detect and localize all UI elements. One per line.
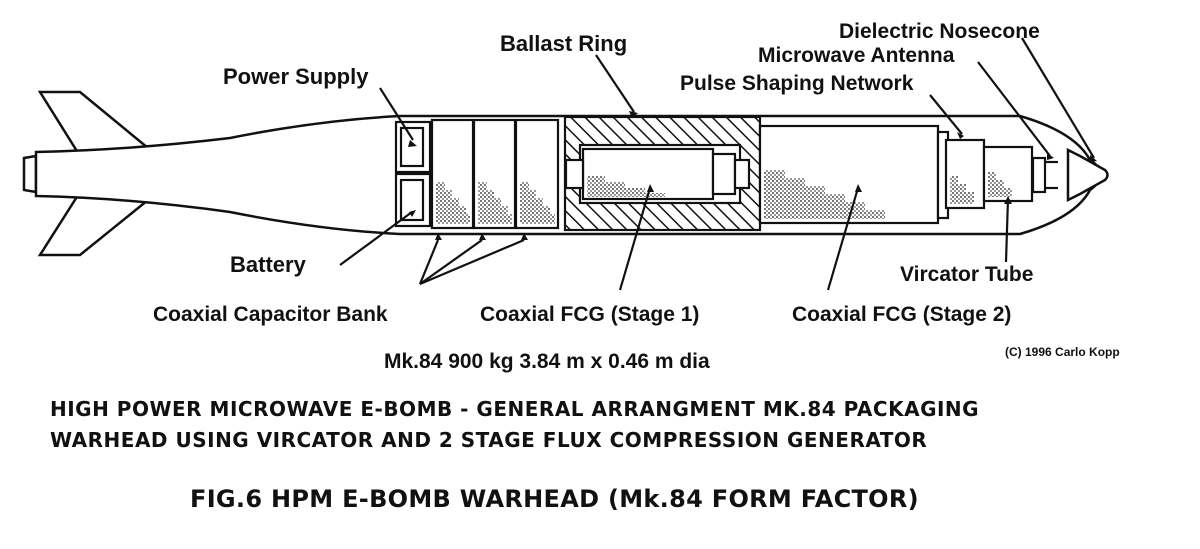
capacitor-bank xyxy=(430,118,560,230)
label-coaxial-fcg-stage2: Coaxial FCG (Stage 2) xyxy=(792,303,1011,326)
label-vircator-tube: Vircator Tube xyxy=(900,263,1033,286)
figure-title: FIG.6 HPM E-BOMB WARHEAD (Mk.84 FORM FAC… xyxy=(190,485,919,513)
leader-lines xyxy=(339,37,1097,291)
battery-block xyxy=(394,172,432,228)
label-coaxial-fcg-stage1: Coaxial FCG (Stage 1) xyxy=(480,303,699,326)
label-battery: Battery xyxy=(230,252,307,277)
tail-fins xyxy=(22,90,150,257)
caption-line2: WARHEAD USING VIRCATOR AND 2 STAGE FLUX … xyxy=(50,428,927,452)
label-dielectric-nosecone: Dielectric Nosecone xyxy=(839,20,1040,43)
label-coaxial-capacitor-bank: Coaxial Capacitor Bank xyxy=(153,303,388,326)
spec-text: Mk.84 900 kg 3.84 m x 0.46 m dia xyxy=(384,350,710,373)
label-microwave-antenna: Microwave Antenna xyxy=(758,44,955,67)
power-supply-block xyxy=(394,120,432,174)
pulse-shaping-network xyxy=(936,130,986,220)
microwave-antenna xyxy=(1031,156,1058,194)
vircator-tube xyxy=(982,145,1034,203)
caption-line1: HIGH POWER MICROWAVE E-BOMB - GENERAL AR… xyxy=(50,397,979,421)
fcg-stage2 xyxy=(758,124,940,225)
label-power-supply: Power Supply xyxy=(223,64,369,89)
copyright-text: (C) 1996 Carlo Kopp xyxy=(1005,345,1120,359)
fcg-stage1 xyxy=(564,147,751,201)
dielectric-nosecone xyxy=(1066,147,1109,203)
label-pulse-shaping-network: Pulse Shaping Network xyxy=(680,72,914,95)
label-ballast-ring: Ballast Ring xyxy=(500,31,627,56)
